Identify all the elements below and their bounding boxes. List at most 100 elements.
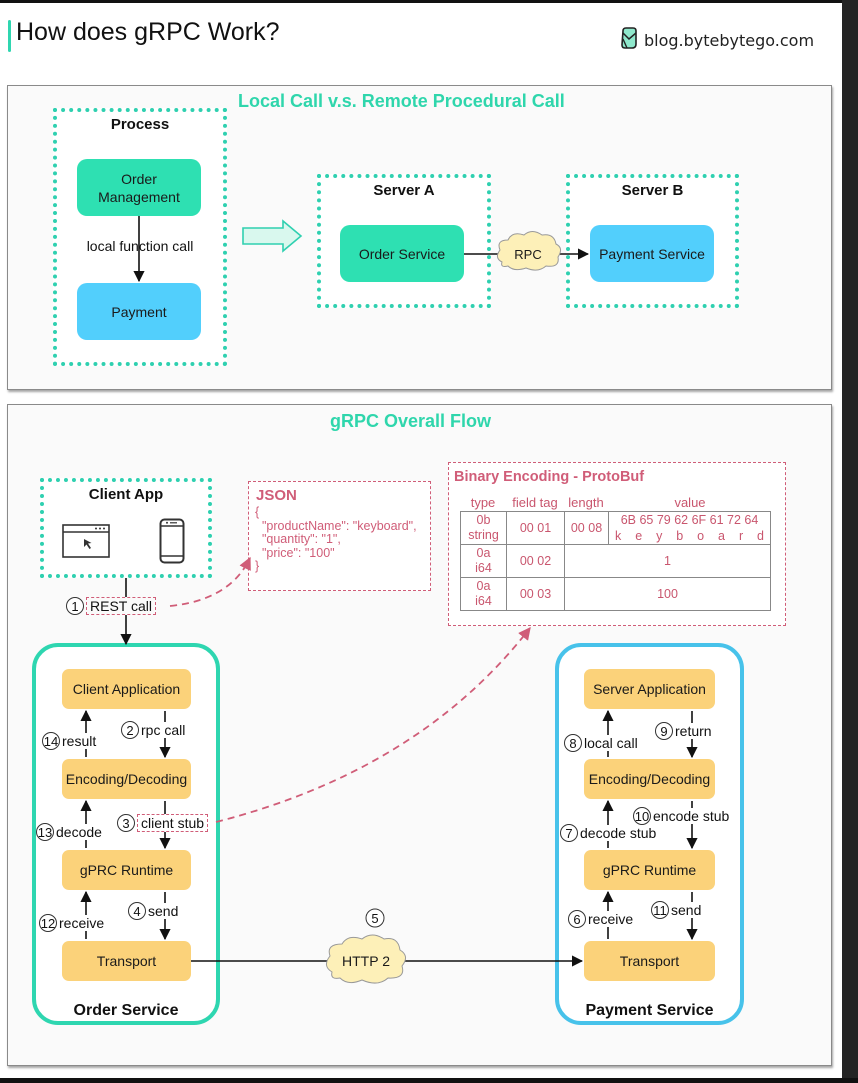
field-tag-cell: 00 03 xyxy=(506,577,565,611)
order-service-node: Order Service xyxy=(340,225,464,282)
server-send-label: send xyxy=(671,902,702,918)
json-code: { "productName": "keyboard", "quantity":… xyxy=(255,505,417,573)
step-number: 6 xyxy=(568,910,586,928)
rpc-label: RPC xyxy=(514,247,541,262)
payment-transport-layer: Transport xyxy=(584,941,715,981)
header-field-tag: field tag xyxy=(512,495,558,510)
brand[interactable]: blog.bytebytego.com xyxy=(620,27,814,53)
header-value: value xyxy=(674,495,706,510)
step-number: 2 xyxy=(121,721,139,739)
browser-window-icon xyxy=(62,524,110,563)
server-b-label: Server B xyxy=(621,182,684,199)
step-number: 4 xyxy=(128,902,146,920)
order-management-label: Order Management xyxy=(98,170,180,205)
send-label: send xyxy=(148,903,179,919)
protobuf-box: Binary Encoding - ProtoBuf type field ta… xyxy=(448,462,786,626)
payment-service-label: Payment Service xyxy=(585,1002,714,1019)
rest-to-json-curve xyxy=(169,556,251,607)
step-number: 13 xyxy=(36,823,54,841)
payment-grpc-runtime-layer: gPRC Runtime xyxy=(584,850,715,890)
step-number: 11 xyxy=(651,901,669,919)
local-function-call-label: local function call xyxy=(60,238,220,254)
value-hex: 6B 65 79 62 6F 61 72 64 xyxy=(620,513,759,527)
step-number: 9 xyxy=(655,722,673,740)
json-payload-box: JSON { "productName": "keyboard", "quant… xyxy=(248,481,431,591)
field-tag-cell: 00 02 xyxy=(506,544,565,578)
page-title: How does gRPC Work? xyxy=(16,18,280,46)
brand-url: blog.bytebytego.com xyxy=(644,30,815,50)
stub-to-protobuf-curve xyxy=(215,627,531,823)
order-transport-layer: Transport xyxy=(62,941,191,981)
decode-stub-label: decode stub xyxy=(580,825,657,841)
local-call-label: local call xyxy=(584,735,638,751)
json-title: JSON xyxy=(256,487,297,504)
client-app-label: Client App xyxy=(88,486,164,503)
http2-cloud xyxy=(326,934,406,984)
order-encoding-decoding-layer: Encoding/Decoding xyxy=(62,759,191,799)
receive-label: receive xyxy=(59,915,105,931)
step-number: 8 xyxy=(564,734,582,752)
payment-encoding-decoding-layer: Encoding/Decoding xyxy=(584,759,715,799)
server-a-label: Server A xyxy=(373,182,435,199)
step-5-number: 5 xyxy=(371,911,378,926)
right-scroll-gutter xyxy=(842,0,858,1083)
mobile-phone-icon xyxy=(159,518,185,569)
grpc-flow-title: gRPC Overall Flow xyxy=(330,411,492,431)
top-border xyxy=(0,0,858,3)
payment-node: Payment xyxy=(77,283,201,340)
return-label: return xyxy=(675,723,712,739)
step-number: 7 xyxy=(560,824,578,842)
order-grpc-runtime-layer: gPRC Runtime xyxy=(62,850,191,890)
server-receive-label: receive xyxy=(588,911,634,927)
step-5-circle xyxy=(365,908,385,928)
hollow-right-arrow-icon xyxy=(242,219,303,253)
local-vs-remote-title: Local Call v.s. Remote Procedural Call xyxy=(238,91,565,111)
order-service-label: Order Service xyxy=(73,1002,179,1019)
client-application-layer: Client Application xyxy=(62,669,191,709)
step-number: 10 xyxy=(633,807,651,825)
process-label: Process xyxy=(110,116,170,133)
payment-service-label: Payment Service xyxy=(599,245,705,262)
title-accent-bar xyxy=(8,20,11,52)
value-cell: 1 xyxy=(564,544,771,578)
field-tag-cell: 00 01 xyxy=(506,511,565,545)
rpc-call-label: rpc call xyxy=(141,722,186,738)
step-number: 14 xyxy=(42,732,60,750)
step-number: 12 xyxy=(39,914,57,932)
order-service-label: Order Service xyxy=(358,245,446,262)
encode-stub-label: encode stub xyxy=(653,808,730,824)
protobuf-title: Binary Encoding - ProtoBuf xyxy=(454,469,645,485)
header-type: type xyxy=(470,495,496,510)
payment-label: Payment xyxy=(111,303,167,320)
step-number: 3 xyxy=(117,814,135,832)
order-management-node: Order Management xyxy=(77,159,201,216)
decode-label: decode xyxy=(56,824,102,840)
client-stub-label: client stub xyxy=(137,814,209,832)
rest-call-label: REST call xyxy=(86,597,156,615)
rpc-cloud xyxy=(496,231,562,271)
http2-label: HTTP 2 xyxy=(342,953,390,969)
payment-service-node: Payment Service xyxy=(590,225,714,282)
